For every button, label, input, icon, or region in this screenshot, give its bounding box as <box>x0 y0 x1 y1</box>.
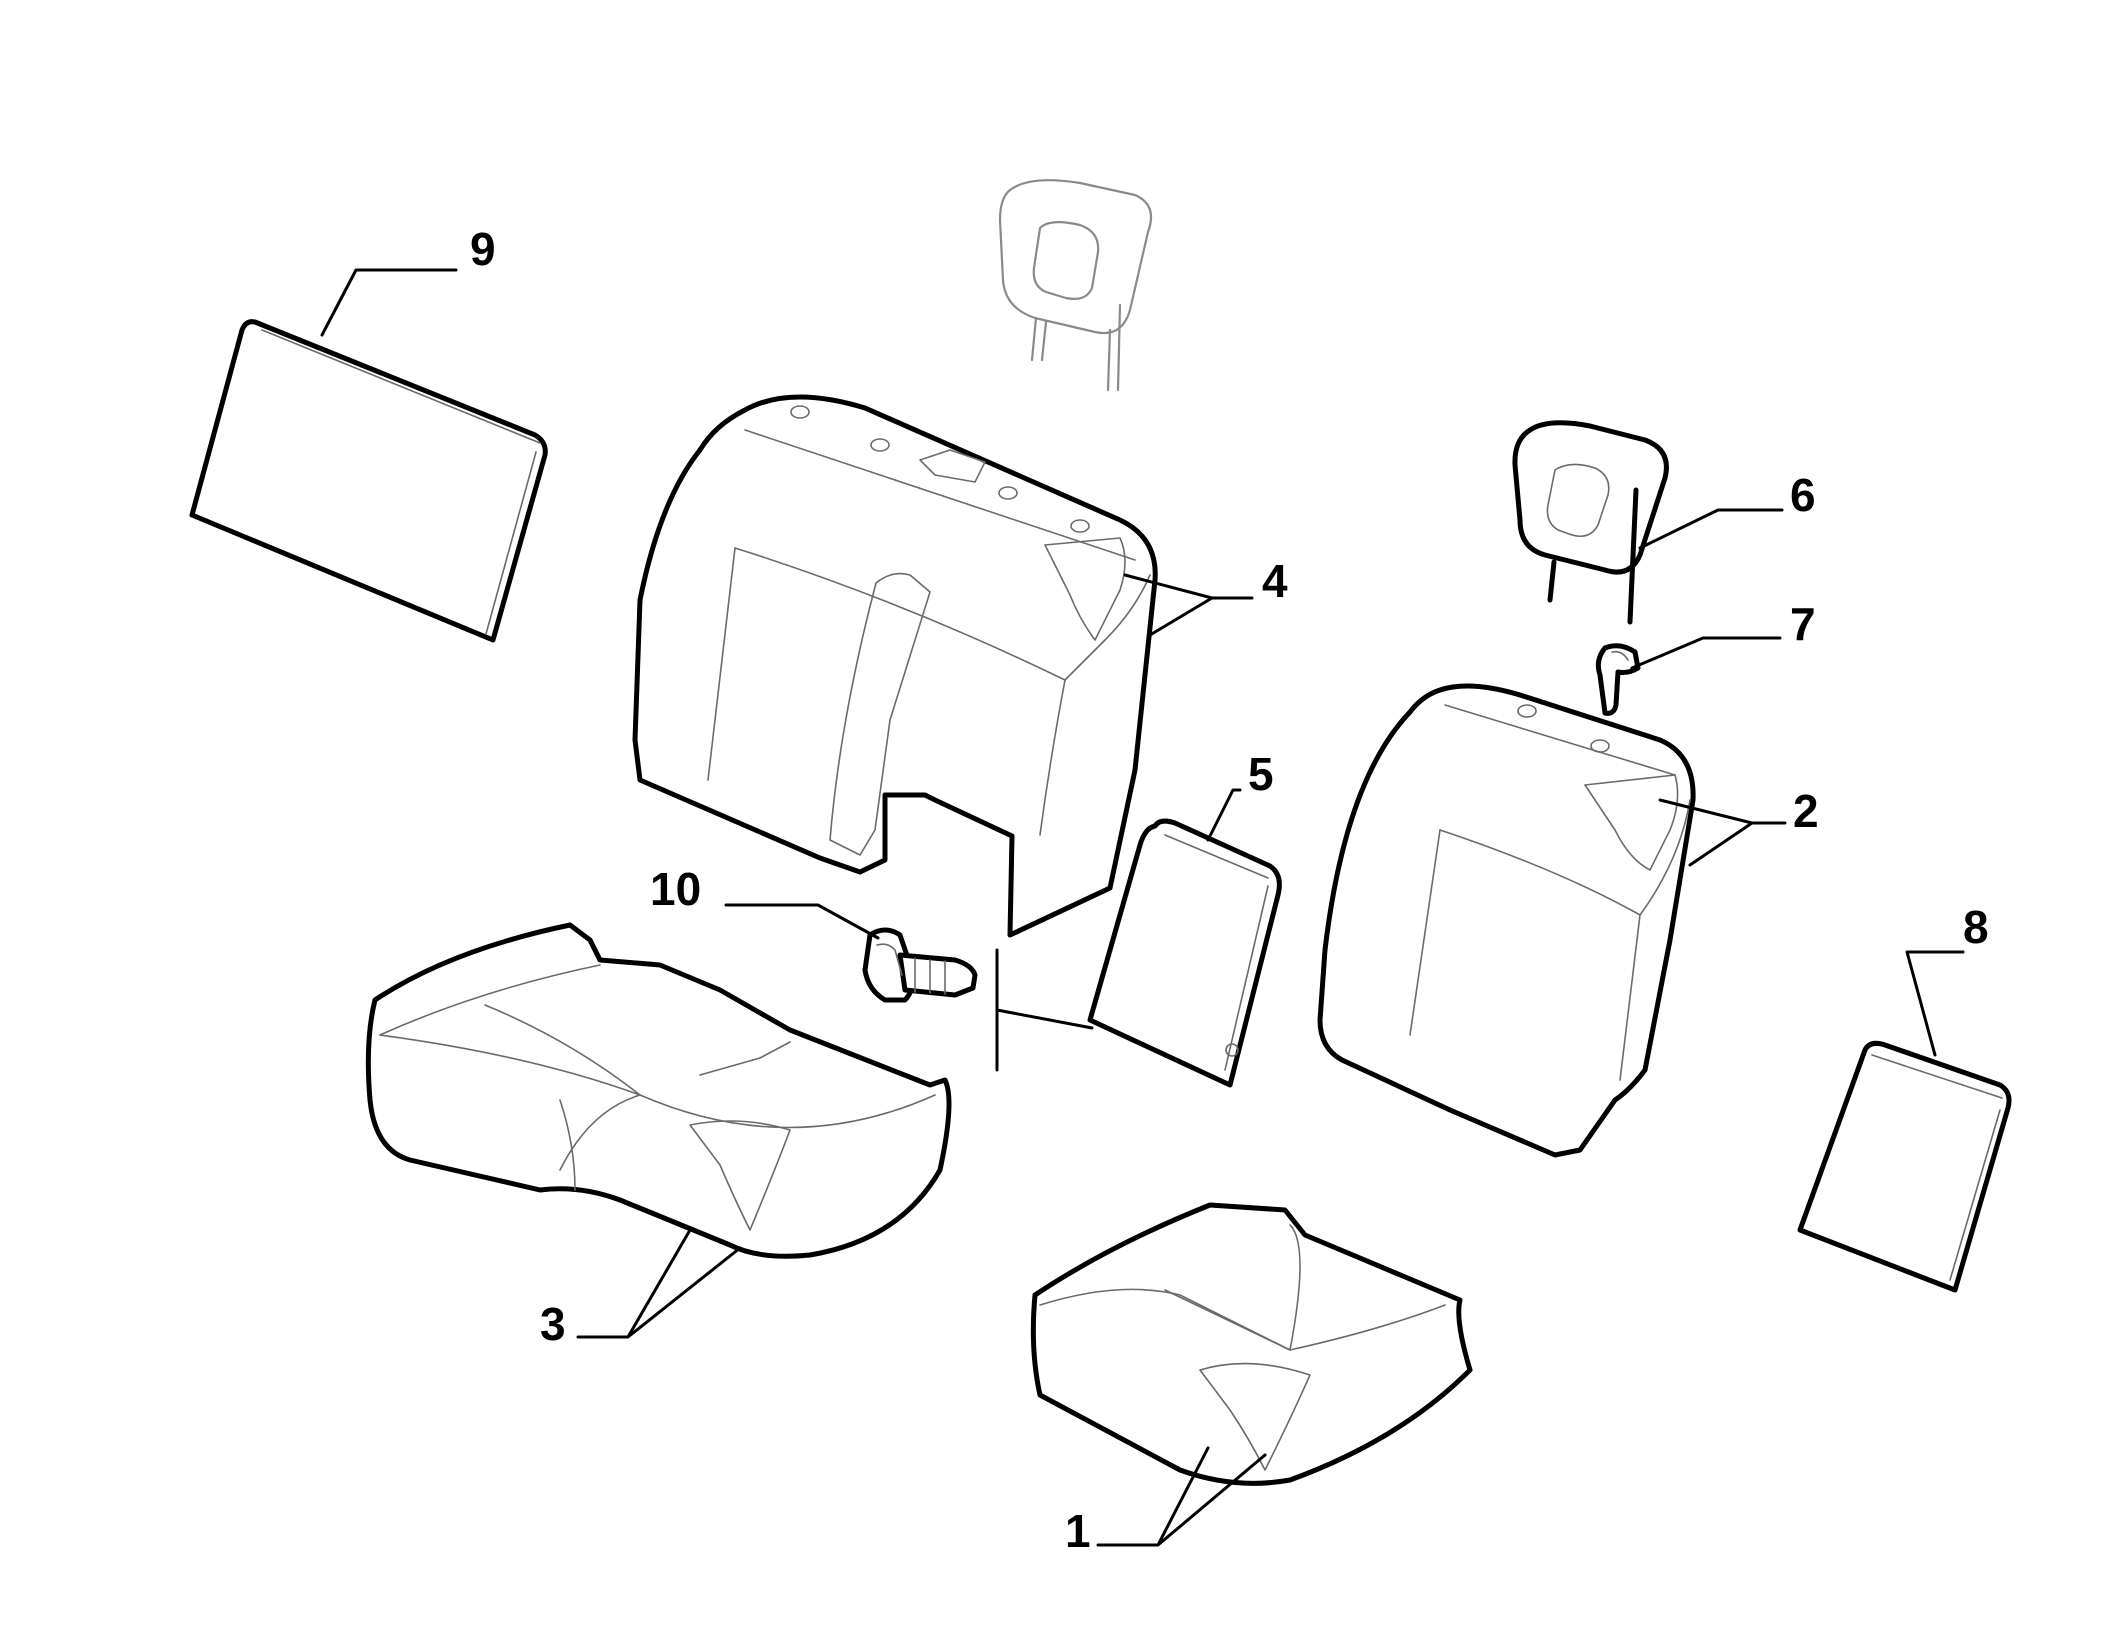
leader-5 <box>1206 788 1242 842</box>
callout-4: 4 <box>1262 555 1288 607</box>
callout-3: 3 <box>540 1298 566 1350</box>
leader-2 <box>1658 798 1787 867</box>
headrest-part-6[interactable] <box>1512 420 1669 625</box>
backrest-part-2[interactable] <box>1317 683 1696 1158</box>
leader-8 <box>1905 950 1965 1057</box>
cushion-part-1[interactable] <box>1030 1202 1473 1486</box>
panel-part-8[interactable] <box>1797 1040 2012 1293</box>
leader-1 <box>1096 1446 1267 1547</box>
callout-5: 5 <box>1248 748 1274 800</box>
fastener-part-10[interactable] <box>862 927 978 1003</box>
callout-2: 2 <box>1793 785 1819 837</box>
callout-10: 10 <box>650 863 701 915</box>
leader-3 <box>576 1228 742 1339</box>
headrest-ghost <box>998 179 1153 392</box>
guide-part-7[interactable] <box>1595 643 1641 716</box>
armrest-part-5[interactable] <box>1087 818 1282 1088</box>
callout-9: 9 <box>470 223 496 275</box>
leader-6 <box>1638 508 1784 550</box>
panel-part-9[interactable] <box>189 319 548 643</box>
backrest-part-4[interactable] <box>632 394 1158 938</box>
callout-6: 6 <box>1790 469 1816 521</box>
leader-7 <box>1630 636 1782 670</box>
leader-4 <box>1123 573 1254 637</box>
callout-8: 8 <box>1963 901 1989 953</box>
leader-9 <box>320 268 458 337</box>
callout-7: 7 <box>1790 598 1816 650</box>
cushion-part-3[interactable] <box>365 922 952 1259</box>
callout-1: 1 <box>1065 1505 1091 1557</box>
leader-10-axis <box>995 948 1094 1072</box>
leader-10 <box>724 903 880 940</box>
